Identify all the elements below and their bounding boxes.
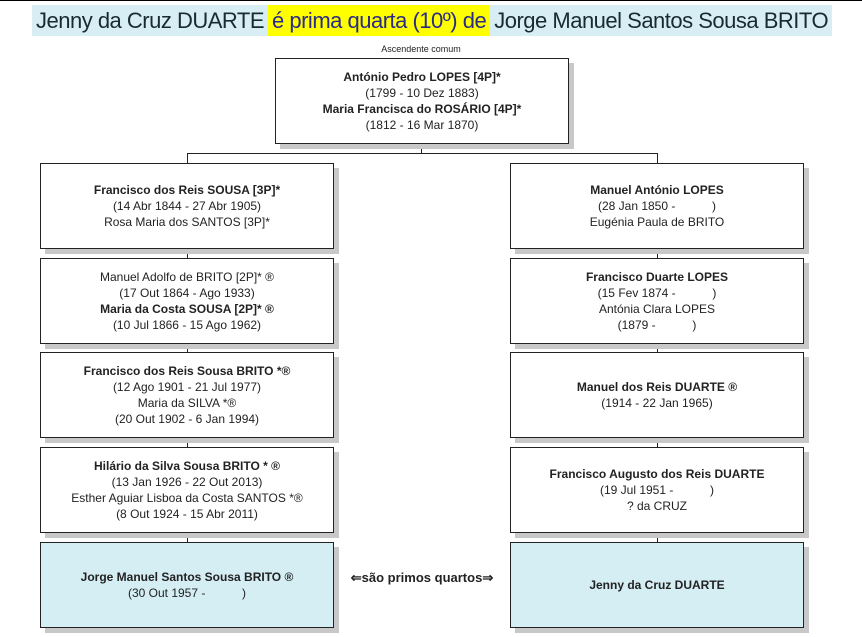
- common-ancestor-label: Ascendente comum: [381, 44, 461, 54]
- left-generation-box: Francisco dos Reis Sousa BRITO *® (12 Ago…: [40, 352, 334, 438]
- title-person-a: Jenny da Cruz DUARTE: [32, 5, 269, 36]
- person-line: (12 Ago 1901 - 21 Jul 1977): [112, 380, 262, 394]
- connector-line: [421, 143, 422, 153]
- person-line: (30 Out 1957 - ): [127, 586, 247, 600]
- person-line: Manuel dos Reis DUARTE ®: [576, 380, 738, 394]
- person-line: Jenny da Cruz DUARTE: [589, 578, 725, 592]
- person-line: (1914 - 22 Jan 1965): [601, 396, 713, 410]
- person-line: Maria da SILVA *®: [137, 396, 237, 410]
- relation-text: são primos quartos: [361, 570, 483, 585]
- person-line: Francisco dos Reis SOUSA [3P]*: [93, 183, 281, 197]
- person-line: Manuel Adolfo de BRITO [2P]* ®: [99, 270, 275, 284]
- person-line: António Pedro LOPES [4P]*: [343, 70, 501, 84]
- person-line: ? da CRUZ: [626, 499, 688, 513]
- person-line: (13 Jan 1926 - 22 Out 2013): [111, 475, 263, 489]
- left-generation-box: Hilário da Silva Sousa BRITO * ® (13 Jan …: [40, 447, 334, 533]
- person-line: Eugénia Paula de BRITO: [589, 215, 725, 229]
- common-ancestor-box: António Pedro LOPES [4P]* (1799 - 10 Dez …: [275, 58, 569, 144]
- person-line: (1812 - 16 Mar 1870): [365, 118, 479, 132]
- arrow-left-icon: ⇐: [350, 570, 362, 585]
- person-line: Hilário da Silva Sousa BRITO * ®: [93, 459, 280, 473]
- person-line: (20 Out 1902 - 6 Jan 1994): [114, 412, 260, 426]
- left-generation-box: Francisco dos Reis SOUSA [3P]* (14 Abr 18…: [40, 163, 334, 249]
- right-generation-box: Manuel dos Reis DUARTE ® (1914 - 22 Jan 1…: [510, 352, 804, 438]
- person-line: Antónia Clara LOPES: [598, 302, 716, 316]
- person-line: (17 Out 1864 - Ago 1933): [119, 286, 255, 300]
- person-line: (1879 - ): [617, 318, 697, 332]
- left-generation-box: Manuel Adolfo de BRITO [2P]* ® (17 Out 18…: [40, 258, 334, 344]
- relation-label: ⇐são primos quartos⇒: [343, 569, 501, 587]
- person-line: Rosa Maria dos SANTOS [3P]*: [104, 215, 270, 229]
- person-line: (1799 - 10 Dez 1883): [365, 86, 479, 100]
- person-line: Maria Francisca do ROSÁRIO [4P]*: [322, 102, 522, 116]
- person-line: Francisco Augusto dos Reis DUARTE: [549, 467, 765, 481]
- connector-line: [657, 437, 658, 447]
- person-line: (10 Jul 1866 - 15 Ago 1962): [112, 318, 262, 332]
- page-title: Jenny da Cruz DUARTE é prima quarta (10º…: [32, 5, 833, 36]
- right-generation-box: Francisco Augusto dos Reis DUARTE (19 Jul…: [510, 447, 804, 533]
- connector-line: [187, 343, 188, 352]
- right-generation-box: Jenny da Cruz DUARTE: [510, 542, 804, 628]
- person-line: Jorge Manuel Santos Sousa BRITO ®: [80, 570, 294, 584]
- person-line: Francisco Duarte LOPES: [585, 270, 729, 284]
- connector-line: [657, 532, 658, 542]
- person-line: Francisco dos Reis Sousa BRITO *®: [83, 364, 291, 378]
- person-line: (28 Jan 1850 - ): [597, 199, 717, 213]
- arrow-right-icon: ⇒: [482, 570, 494, 585]
- person-line: (14 Abr 1844 - 27 Abr 1905): [112, 199, 262, 213]
- connector-line: [187, 153, 188, 163]
- right-generation-box: Francisco Duarte LOPES (15 Fev 1874 - ) An…: [510, 258, 804, 344]
- person-line: (8 Out 1924 - 15 Abr 2011): [116, 507, 258, 521]
- title-person-b: Jorge Manuel Santos Sousa BRITO: [490, 5, 833, 36]
- person-line: (15 Fev 1874 - ): [597, 286, 717, 300]
- top-border: [0, 0, 862, 1]
- connector-line: [187, 248, 188, 258]
- right-generation-box: Manuel António LOPES (28 Jan 1850 - ) Eugé…: [510, 163, 804, 249]
- left-generation-box: Jorge Manuel Santos Sousa BRITO ® (30 Out…: [40, 542, 334, 628]
- connector-line: [187, 532, 188, 542]
- connector-line: [657, 153, 658, 163]
- person-line: Maria da Costa SOUSA [2P]* ®: [100, 302, 274, 316]
- connector-line: [187, 437, 188, 447]
- person-line: (19 Jul 1951 - ): [599, 483, 715, 497]
- connector-line: [187, 153, 657, 154]
- connector-line: [657, 343, 658, 352]
- title-relation: é prima quarta (10º) de: [268, 5, 491, 36]
- person-line: Esther Aguiar Lisboa da Costa SANTOS *®: [71, 491, 303, 505]
- connector-line: [657, 248, 658, 258]
- person-line: Manuel António LOPES: [590, 183, 724, 197]
